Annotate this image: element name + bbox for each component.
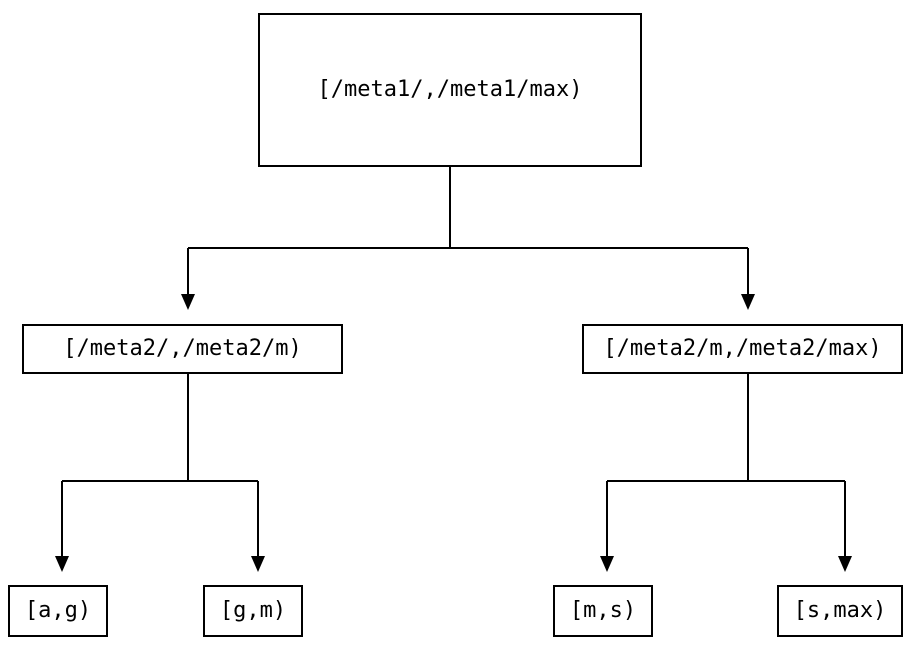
node-meta2-left-label: [/meta2/,/meta2/m) [63, 336, 302, 361]
node-leaf-smax-label: [s,max) [793, 598, 887, 623]
node-root-label: [/meta1/,/meta1/max) [317, 77, 583, 102]
arrowhead-to-leaf-gm-icon [251, 556, 265, 572]
arrowhead-to-meta2-left-icon [181, 294, 195, 310]
node-leaf-ms: [m,s) [553, 585, 653, 637]
node-root: [/meta1/,/meta1/max) [258, 13, 642, 167]
arrowhead-to-meta2-right-icon [741, 294, 755, 310]
node-meta2-left: [/meta2/,/meta2/m) [22, 324, 343, 374]
node-meta2-right: [/meta2/m,/meta2/max) [582, 324, 903, 374]
arrowhead-to-leaf-smax-icon [838, 556, 852, 572]
node-leaf-smax: [s,max) [777, 585, 903, 637]
arrowhead-to-leaf-ag-icon [55, 556, 69, 572]
node-leaf-ms-label: [m,s) [569, 598, 637, 623]
node-meta2-right-label: [/meta2/m,/meta2/max) [603, 336, 882, 361]
arrowhead-to-leaf-ms-icon [600, 556, 614, 572]
node-leaf-ag-label: [a,g) [24, 598, 92, 623]
node-leaf-gm: [g,m) [203, 585, 303, 637]
node-leaf-ag: [a,g) [8, 585, 108, 637]
node-leaf-gm-label: [g,m) [219, 598, 287, 623]
